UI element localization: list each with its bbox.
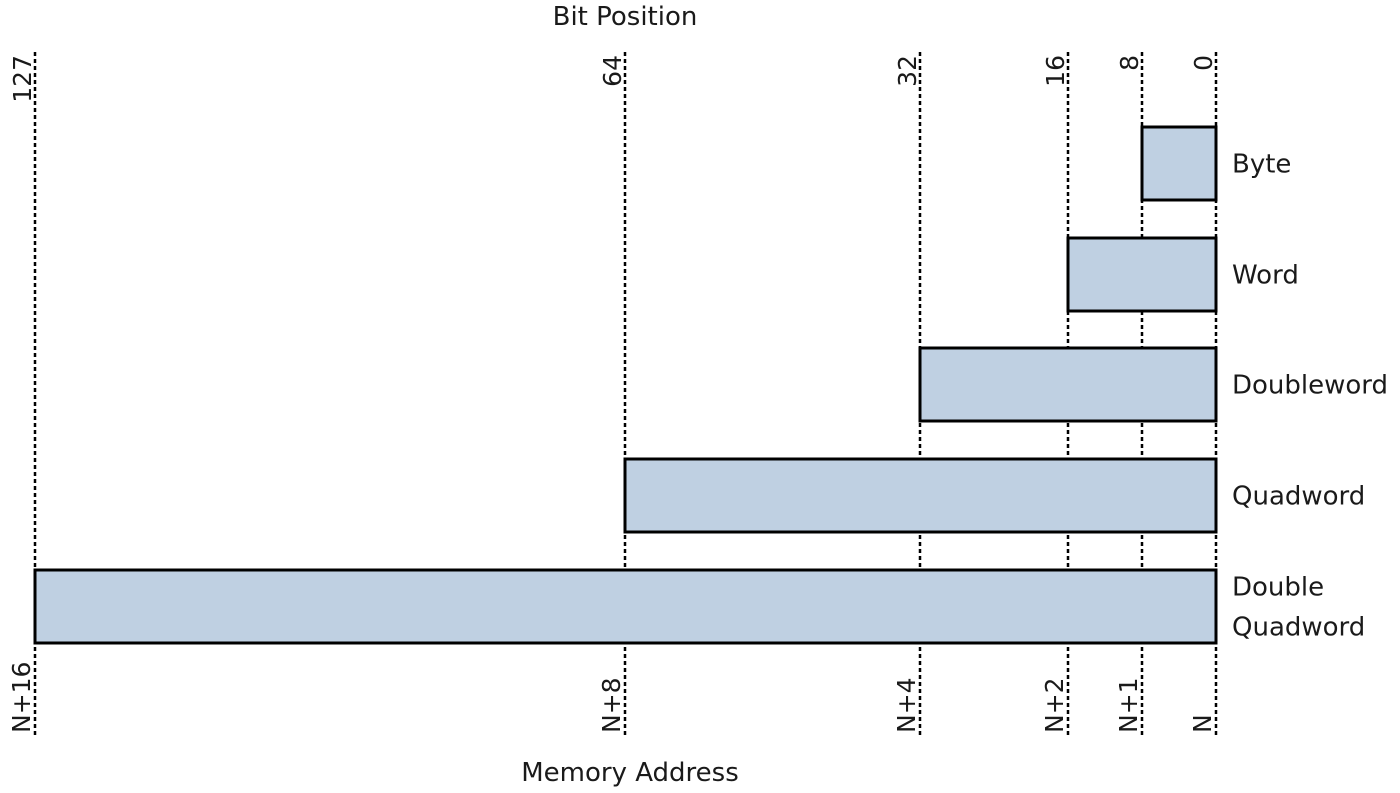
byte-label: Byte (1232, 150, 1291, 180)
bit-position-label: 8 (1115, 55, 1144, 71)
bit-position-label: 127 (8, 55, 37, 103)
doubleword-label: Doubleword (1232, 371, 1388, 401)
byte-bar (1140, 125, 1218, 202)
quadword-bar (623, 457, 1218, 534)
double-quadword-bar (33, 568, 1218, 645)
double-quadword-label: Quadword (1232, 613, 1365, 643)
quadword-label: Quadword (1232, 482, 1365, 512)
bit-position-label: 64 (598, 55, 627, 87)
memory-address-label: N+8 (597, 677, 626, 733)
word-bar (1066, 236, 1218, 313)
memory-address-label: N (1188, 714, 1217, 733)
memory-address-title: Memory Address (521, 758, 739, 788)
doubleword-bar (918, 346, 1218, 423)
bit-position-labels: 127 64 32 16 8 0 (8, 55, 1218, 103)
memory-address-label: N+1 (1114, 677, 1143, 733)
memory-address-label: N+2 (1040, 677, 1069, 733)
memory-address-label: N+4 (892, 677, 921, 733)
bit-position-label: 0 (1189, 55, 1218, 71)
data-type-bars (33, 125, 1218, 645)
double-quadword-label: Double (1232, 573, 1324, 603)
bit-position-title: Bit Position (553, 2, 698, 32)
memory-address-label: N+16 (7, 662, 36, 733)
word-label: Word (1232, 261, 1299, 291)
bit-position-label: 16 (1041, 55, 1070, 87)
bit-position-label: 32 (893, 55, 922, 87)
